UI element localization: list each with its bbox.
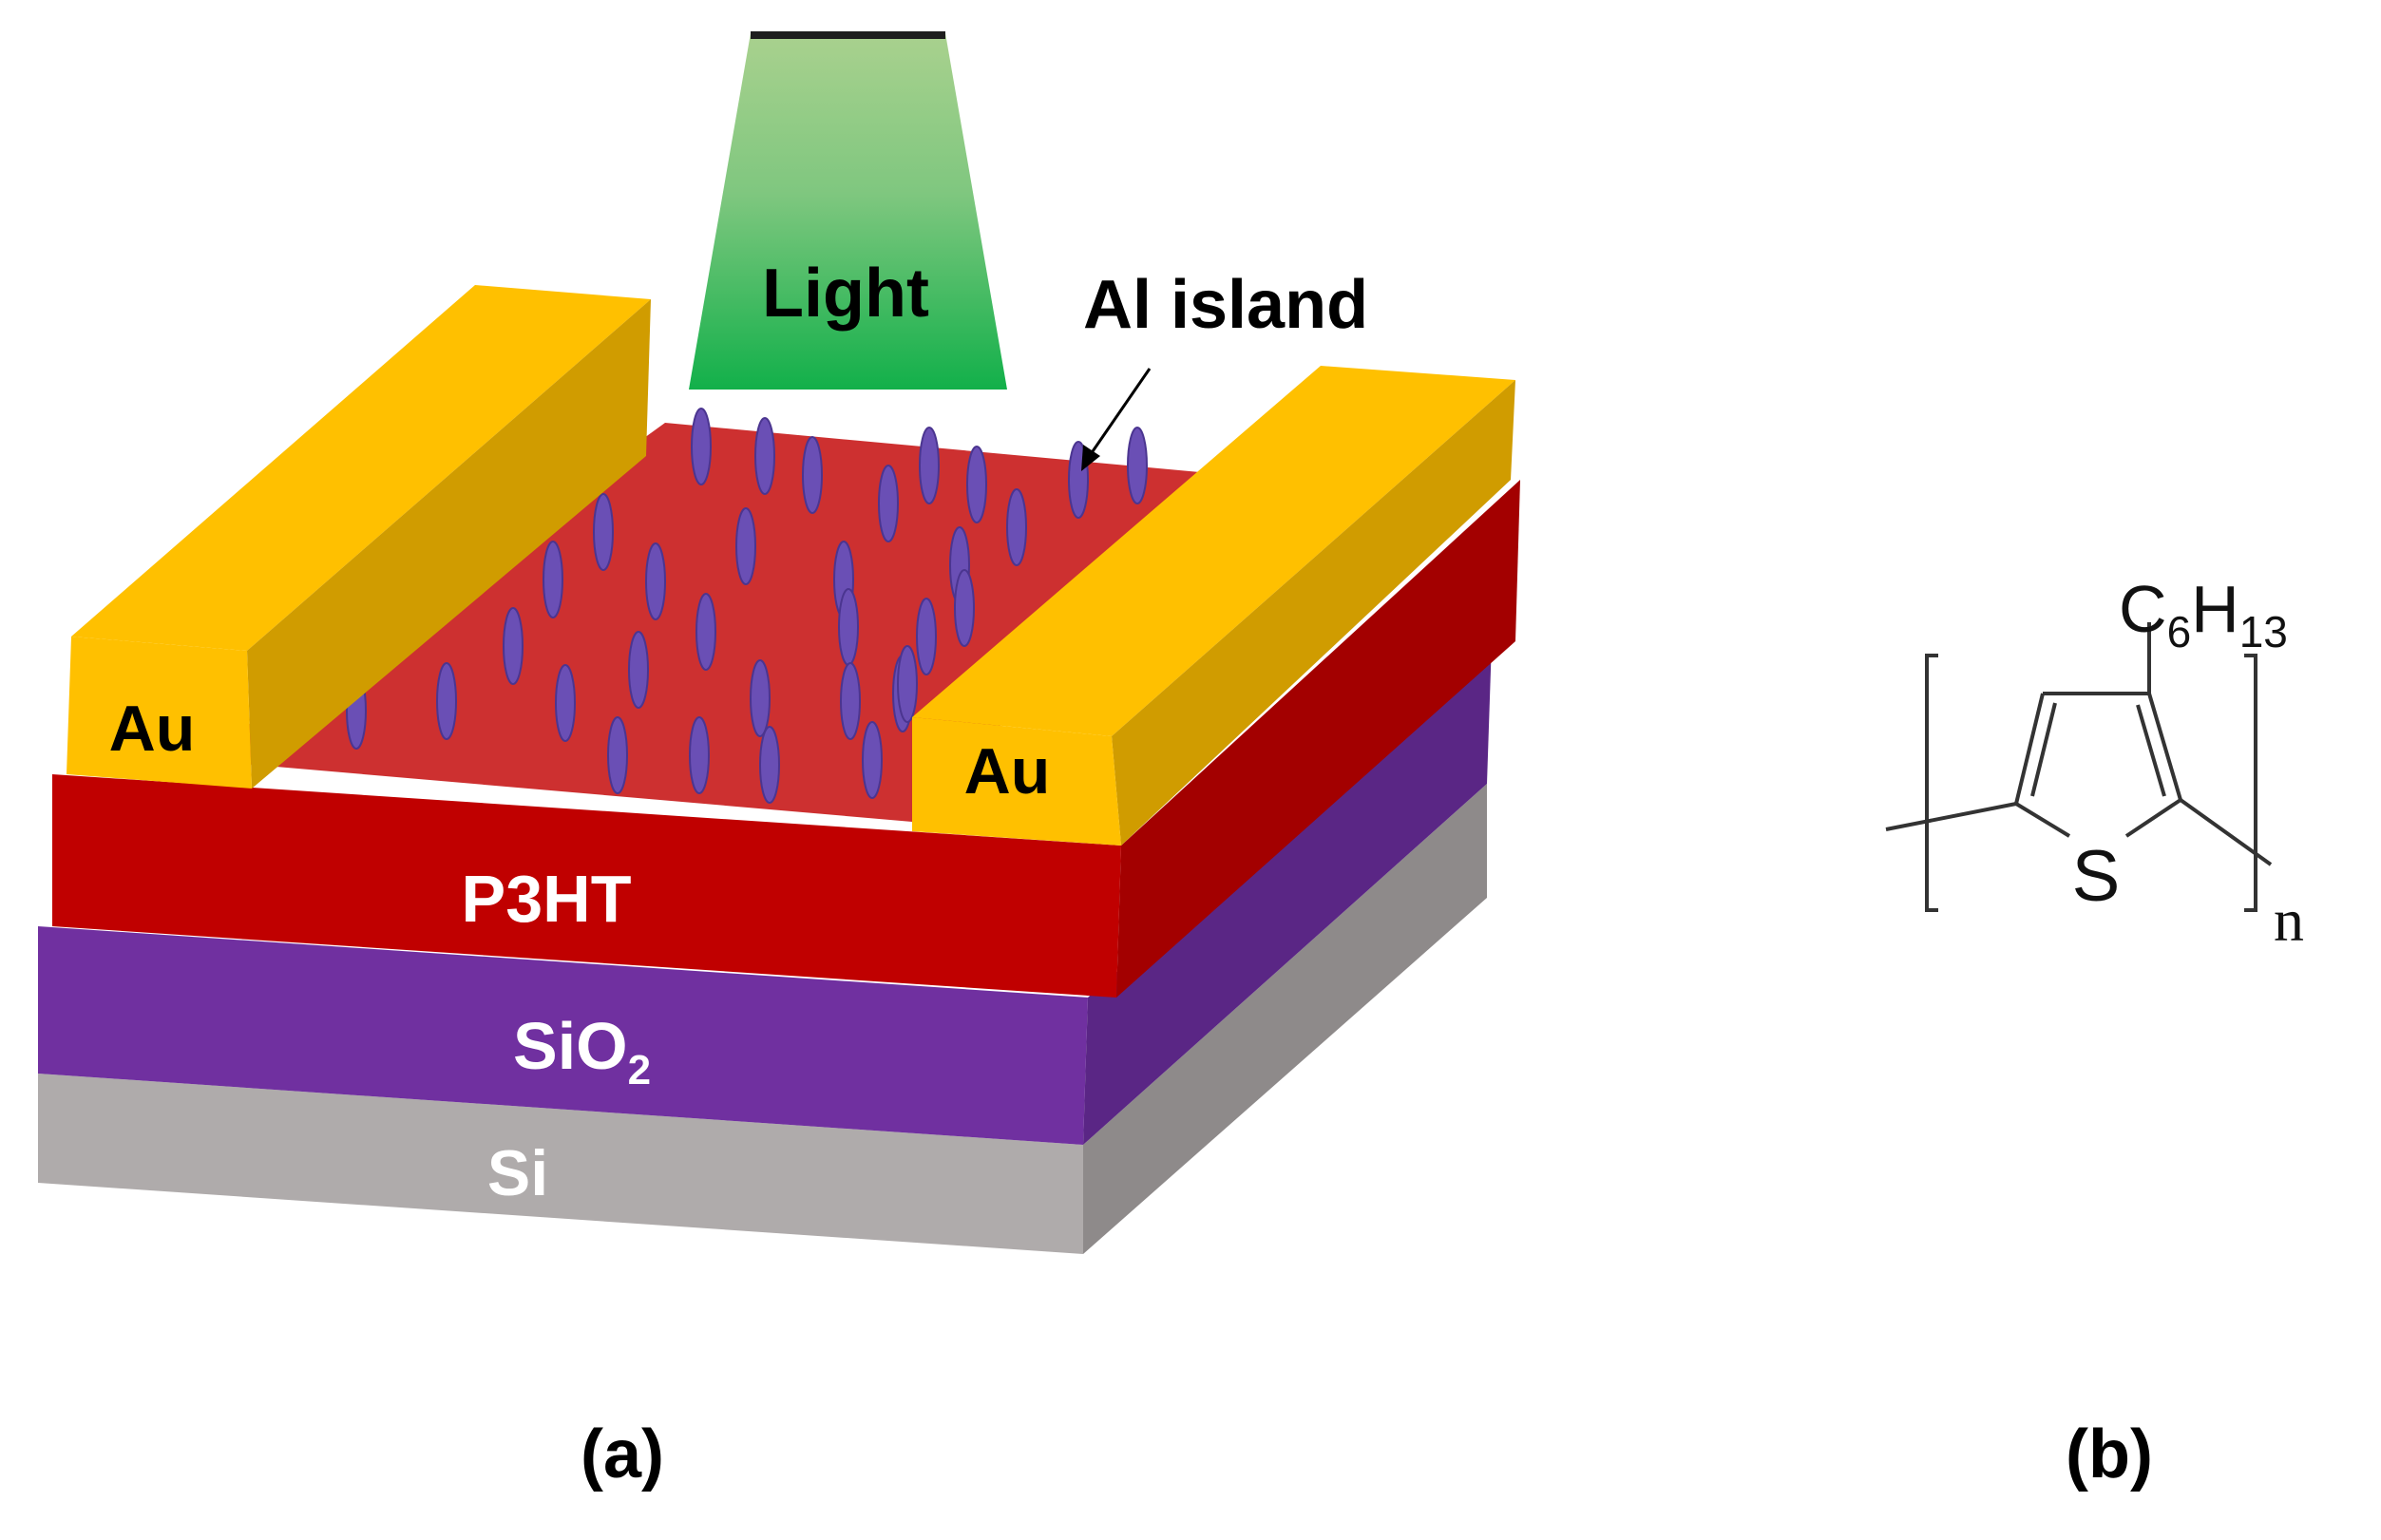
au-left-front xyxy=(67,637,252,789)
al-island-dot xyxy=(503,607,524,685)
al-island-dot xyxy=(607,716,628,794)
si-label: Si xyxy=(487,1137,548,1209)
p3ht-front-face xyxy=(52,774,1121,998)
al-island-label: Al island xyxy=(1083,267,1368,343)
al-island-dot xyxy=(645,542,666,620)
hexyl-c: C xyxy=(2119,572,2167,646)
p3ht-side-face xyxy=(1116,480,1520,998)
al-island-dot xyxy=(695,593,716,671)
au-right-side xyxy=(1112,380,1515,846)
au-electrode-left xyxy=(67,285,651,789)
sio2-layer xyxy=(38,641,1492,1145)
bond-c2-c3 xyxy=(2014,693,2045,805)
au-right-top xyxy=(912,366,1515,736)
hexyl-h-subscript: 13 xyxy=(2239,607,2288,656)
al-island-dot xyxy=(593,493,614,571)
al-island-dot xyxy=(735,507,756,585)
al-island-dot xyxy=(1127,427,1148,504)
al-island-dot xyxy=(436,662,457,740)
si-side-face xyxy=(1083,784,1487,1254)
al-island-dot xyxy=(689,716,710,794)
si-front-face xyxy=(38,1074,1083,1254)
light-label: Light xyxy=(762,256,929,332)
al-island-dot xyxy=(1006,488,1027,566)
bracket-right xyxy=(2244,654,2257,912)
repeat-unit-n: n xyxy=(2274,886,2304,954)
bracket-left xyxy=(1925,654,1938,912)
au-right-label: Au xyxy=(964,735,1051,808)
sio2-label-subscript: 2 xyxy=(628,1047,651,1093)
pointer-arrowhead xyxy=(1081,445,1100,471)
au-left-label: Au xyxy=(109,693,196,765)
al-island-dot xyxy=(966,446,987,523)
bond-c4-c5 xyxy=(2147,693,2182,801)
bond-c5-s xyxy=(2124,798,2182,838)
sio2-label: SiO2 xyxy=(513,1009,651,1093)
hexyl-label: C6H13 xyxy=(2119,572,2288,656)
al-island-dot xyxy=(691,408,712,485)
al-island-dot xyxy=(916,598,937,675)
light-trapezoid xyxy=(689,33,1007,390)
au-electrode-right xyxy=(912,366,1515,846)
al-island-dot xyxy=(750,659,771,737)
al-island-dot xyxy=(838,588,859,666)
al-island-dot xyxy=(802,436,823,514)
al-island-dot xyxy=(897,645,918,723)
p3ht-label: P3HT xyxy=(462,862,632,936)
bond-c4-c5-inner xyxy=(2136,704,2166,797)
sio2-front-face xyxy=(38,926,1088,1145)
sulfur-label: S xyxy=(2072,836,2121,917)
caption-a: (a) xyxy=(581,1416,664,1492)
bond-c2-c3-inner xyxy=(2030,702,2057,797)
al-island-dot xyxy=(840,662,861,740)
al-island-dot xyxy=(754,417,775,495)
al-island-dot xyxy=(954,569,975,647)
bond-c2-s xyxy=(2014,802,2071,838)
al-island-dot xyxy=(878,465,899,542)
al-island-dot xyxy=(919,427,940,504)
sio2-side-face xyxy=(1083,641,1492,1145)
caption-b: (b) xyxy=(2066,1416,2153,1492)
hexyl-c-subscript: 6 xyxy=(2167,607,2192,656)
al-island-pointer xyxy=(1081,368,1152,471)
al-island-dot xyxy=(543,541,563,618)
hexyl-h: H xyxy=(2191,572,2239,646)
pointer-line xyxy=(1089,368,1152,455)
si-layer xyxy=(38,784,1487,1254)
au-right-front xyxy=(912,717,1121,846)
al-island-dot xyxy=(862,721,883,799)
au-left-side xyxy=(247,299,651,789)
sio2-label-base: SiO xyxy=(513,1009,628,1083)
light-beam xyxy=(689,31,1007,390)
au-left-top xyxy=(71,285,651,651)
p3ht-structure xyxy=(1885,622,2273,912)
al-island-dot xyxy=(628,631,649,709)
al-island-dot xyxy=(759,726,780,804)
bond-chain-left xyxy=(1885,802,2017,831)
al-island-dot xyxy=(555,664,576,742)
bond-chain-right xyxy=(2179,798,2273,866)
